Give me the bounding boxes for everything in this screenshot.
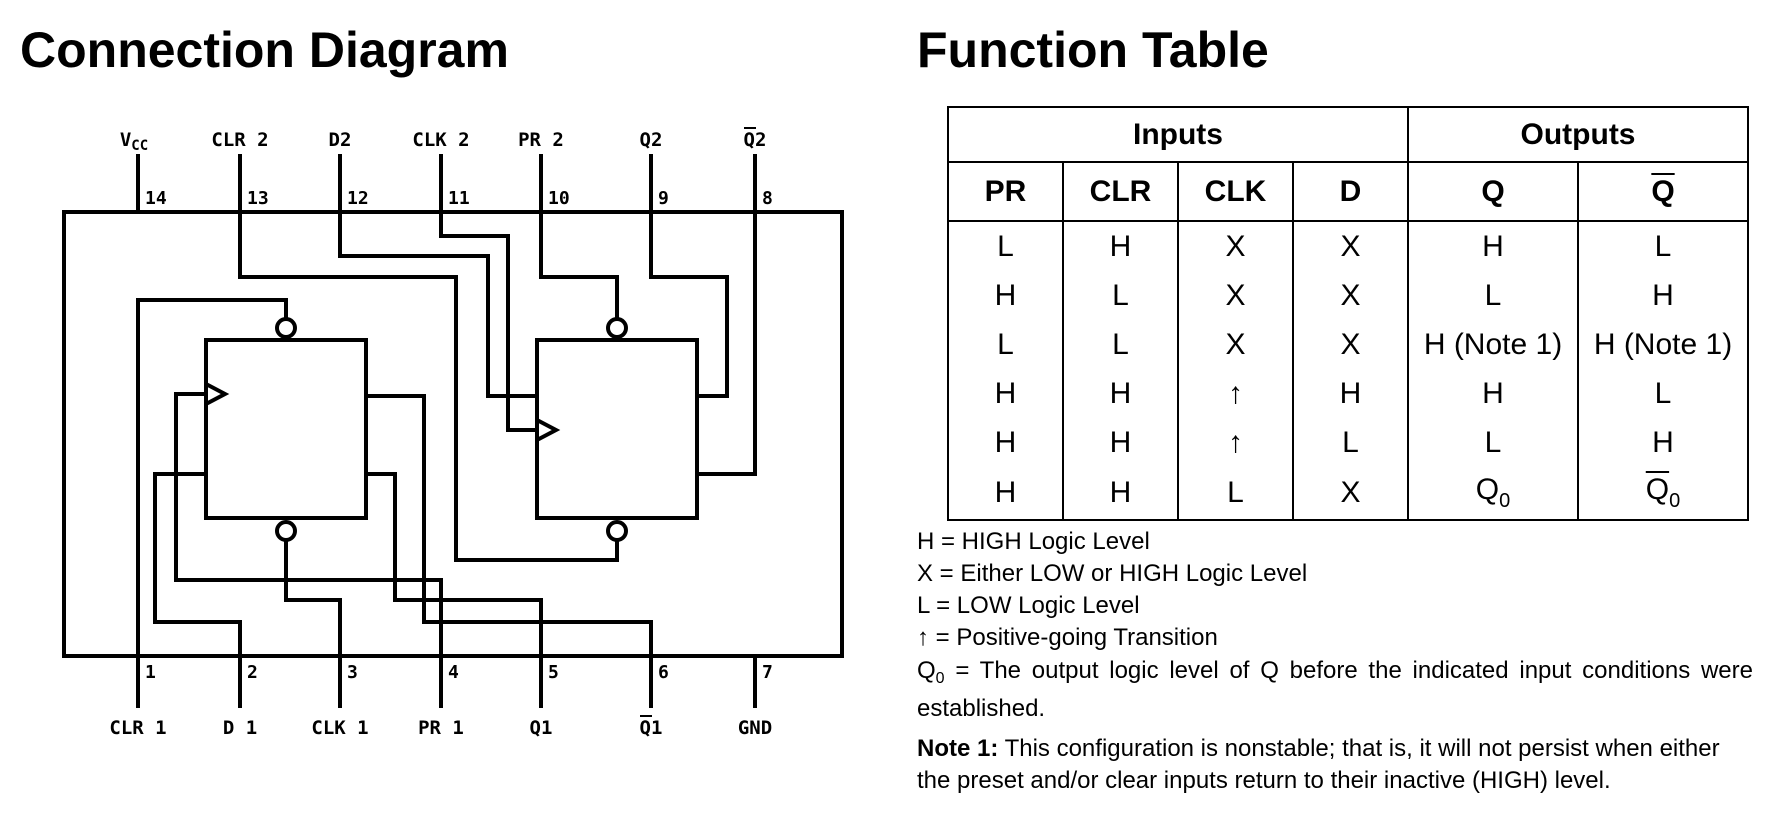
function-table-heading: Function Table [917,22,1269,78]
table-cell: L [947,320,1064,369]
col-header-clr: CLR [1062,161,1179,222]
pin-1-label: CLR 1 [109,717,166,739]
legend-either: X = Either LOW or HIGH Logic Level [917,560,1308,587]
table-cell: L [1292,418,1409,467]
pin-7-label: GND [738,717,772,739]
pin-7-number: 7 [762,662,773,683]
table-cell: L [1407,418,1579,467]
table-cell: ↑ [1177,369,1294,418]
pin-1-number: 1 [145,662,156,683]
col-header-q-bar: Q [1578,161,1750,222]
table-cell: H [1407,221,1579,271]
table-row: L H X X H L [947,221,1750,271]
pin-13-number: 13 [247,188,269,209]
table-cell: H [1578,271,1750,320]
q0-definition: Q0 = The output logic level of Q before … [917,657,1753,722]
pin-9-number: 9 [658,188,669,209]
flip-flop-1-body [204,338,368,520]
inputs-group-header: Inputs [947,106,1409,163]
table-cell: H [947,418,1064,467]
table-cell: H [947,271,1064,320]
note-label: Note 1: [917,735,999,762]
table-cell: L [1407,271,1579,320]
pin-11-label: CLK 2 [412,129,469,151]
pin-6-number: 6 [658,662,669,683]
col-header-d: D [1292,161,1409,222]
pin-8-label: Q2 [744,129,767,151]
pin-8-number: 8 [762,188,773,209]
col-header-q: Q [1407,161,1579,222]
pin-11-number: 11 [448,188,470,209]
pin-2-label: D 1 [223,717,257,739]
table-cell: L [1177,467,1294,521]
pin-12-label: D2 [329,129,352,151]
table-row: H H ↑ L L H [947,418,1750,467]
table-cell: Q0 [1578,467,1750,521]
table-row: L L X X H (Note 1) H (Note 1) [947,320,1750,369]
table-cell: H [1062,369,1179,418]
pin-14-number: 14 [145,188,167,209]
pin-4-label: PR 1 [418,717,464,739]
table-cell: X [1292,271,1409,320]
table-cell: H (Note 1) [1578,320,1750,369]
table-cell: X [1292,320,1409,369]
table-cell: L [1062,271,1179,320]
table-row: H H L X Q0 Q0 [947,467,1750,521]
flip-flop-2-body [535,338,699,520]
table-cell: X [1177,320,1294,369]
col-header-clk: CLK [1177,161,1294,222]
table-cell: H [1407,369,1579,418]
pin-6-label: Q1 [640,717,663,739]
note-1: Note 1: This configuration is nonstable;… [917,733,1753,797]
table-cell: H (Note 1) [1407,320,1579,369]
connection-diagram: 14 13 12 11 10 9 8 1 2 3 4 5 6 7 VCC CLR… [62,127,844,739]
ff2-clear-bubble [606,520,628,542]
pin-5-number: 5 [548,662,559,683]
ff1-clock-triangle [205,382,230,406]
connection-diagram-heading: Connection Diagram [20,22,509,78]
pin-10-label: PR 2 [518,129,564,151]
table-cell: L [1578,369,1750,418]
ff2-preset-bubble [606,317,628,339]
ff1-preset-bubble [275,317,297,339]
legend-low: L = LOW Logic Level [917,592,1140,619]
pin-3-label: CLK 1 [311,717,368,739]
legend-high: H = HIGH Logic Level [917,528,1150,555]
pin-9-label: Q2 [640,129,663,151]
outputs-group-header: Outputs [1406,106,1750,163]
col-header-pr: PR [947,161,1064,222]
table-cell: ↑ [1177,418,1294,467]
table-cell: L [1578,221,1750,271]
pin-4-number: 4 [448,662,459,683]
pin-13-label: CLR 2 [211,129,268,151]
legend-transition: ↑ = Positive-going Transition [917,624,1218,651]
pin-3-number: 3 [347,662,358,683]
table-cell: X [1292,221,1409,271]
pin-12-number: 12 [347,188,369,209]
table-cell: X [1177,271,1294,320]
table-cell: L [947,221,1064,271]
table-cell: H [1062,467,1179,521]
ff2-clock-triangle [536,418,561,442]
pin-2-number: 2 [247,662,258,683]
table-cell: H [1062,418,1179,467]
table-cell: H [947,467,1064,521]
table-cell: H [1578,418,1750,467]
table-cell: H [1062,221,1179,271]
table-cell: H [947,369,1064,418]
table-cell: Q0 [1407,467,1579,521]
function-table: Inputs Outputs PR CLR CLK D Q Q L H X X … [947,106,1750,521]
ff1-clear-bubble [275,520,297,542]
note-text: This configuration is nonstable; that is… [917,735,1720,794]
pin-10-number: 10 [548,188,570,209]
table-cell: X [1292,467,1409,521]
table-cell: X [1177,221,1294,271]
table-row: H L X X L H [947,271,1750,320]
table-cell: H [1292,369,1409,418]
pin-14-label: VCC [120,129,148,154]
table-cell: L [1062,320,1179,369]
ic-package-outline [62,210,844,658]
pin-5-label: Q1 [530,717,553,739]
table-row: H H ↑ H H L [947,369,1750,418]
